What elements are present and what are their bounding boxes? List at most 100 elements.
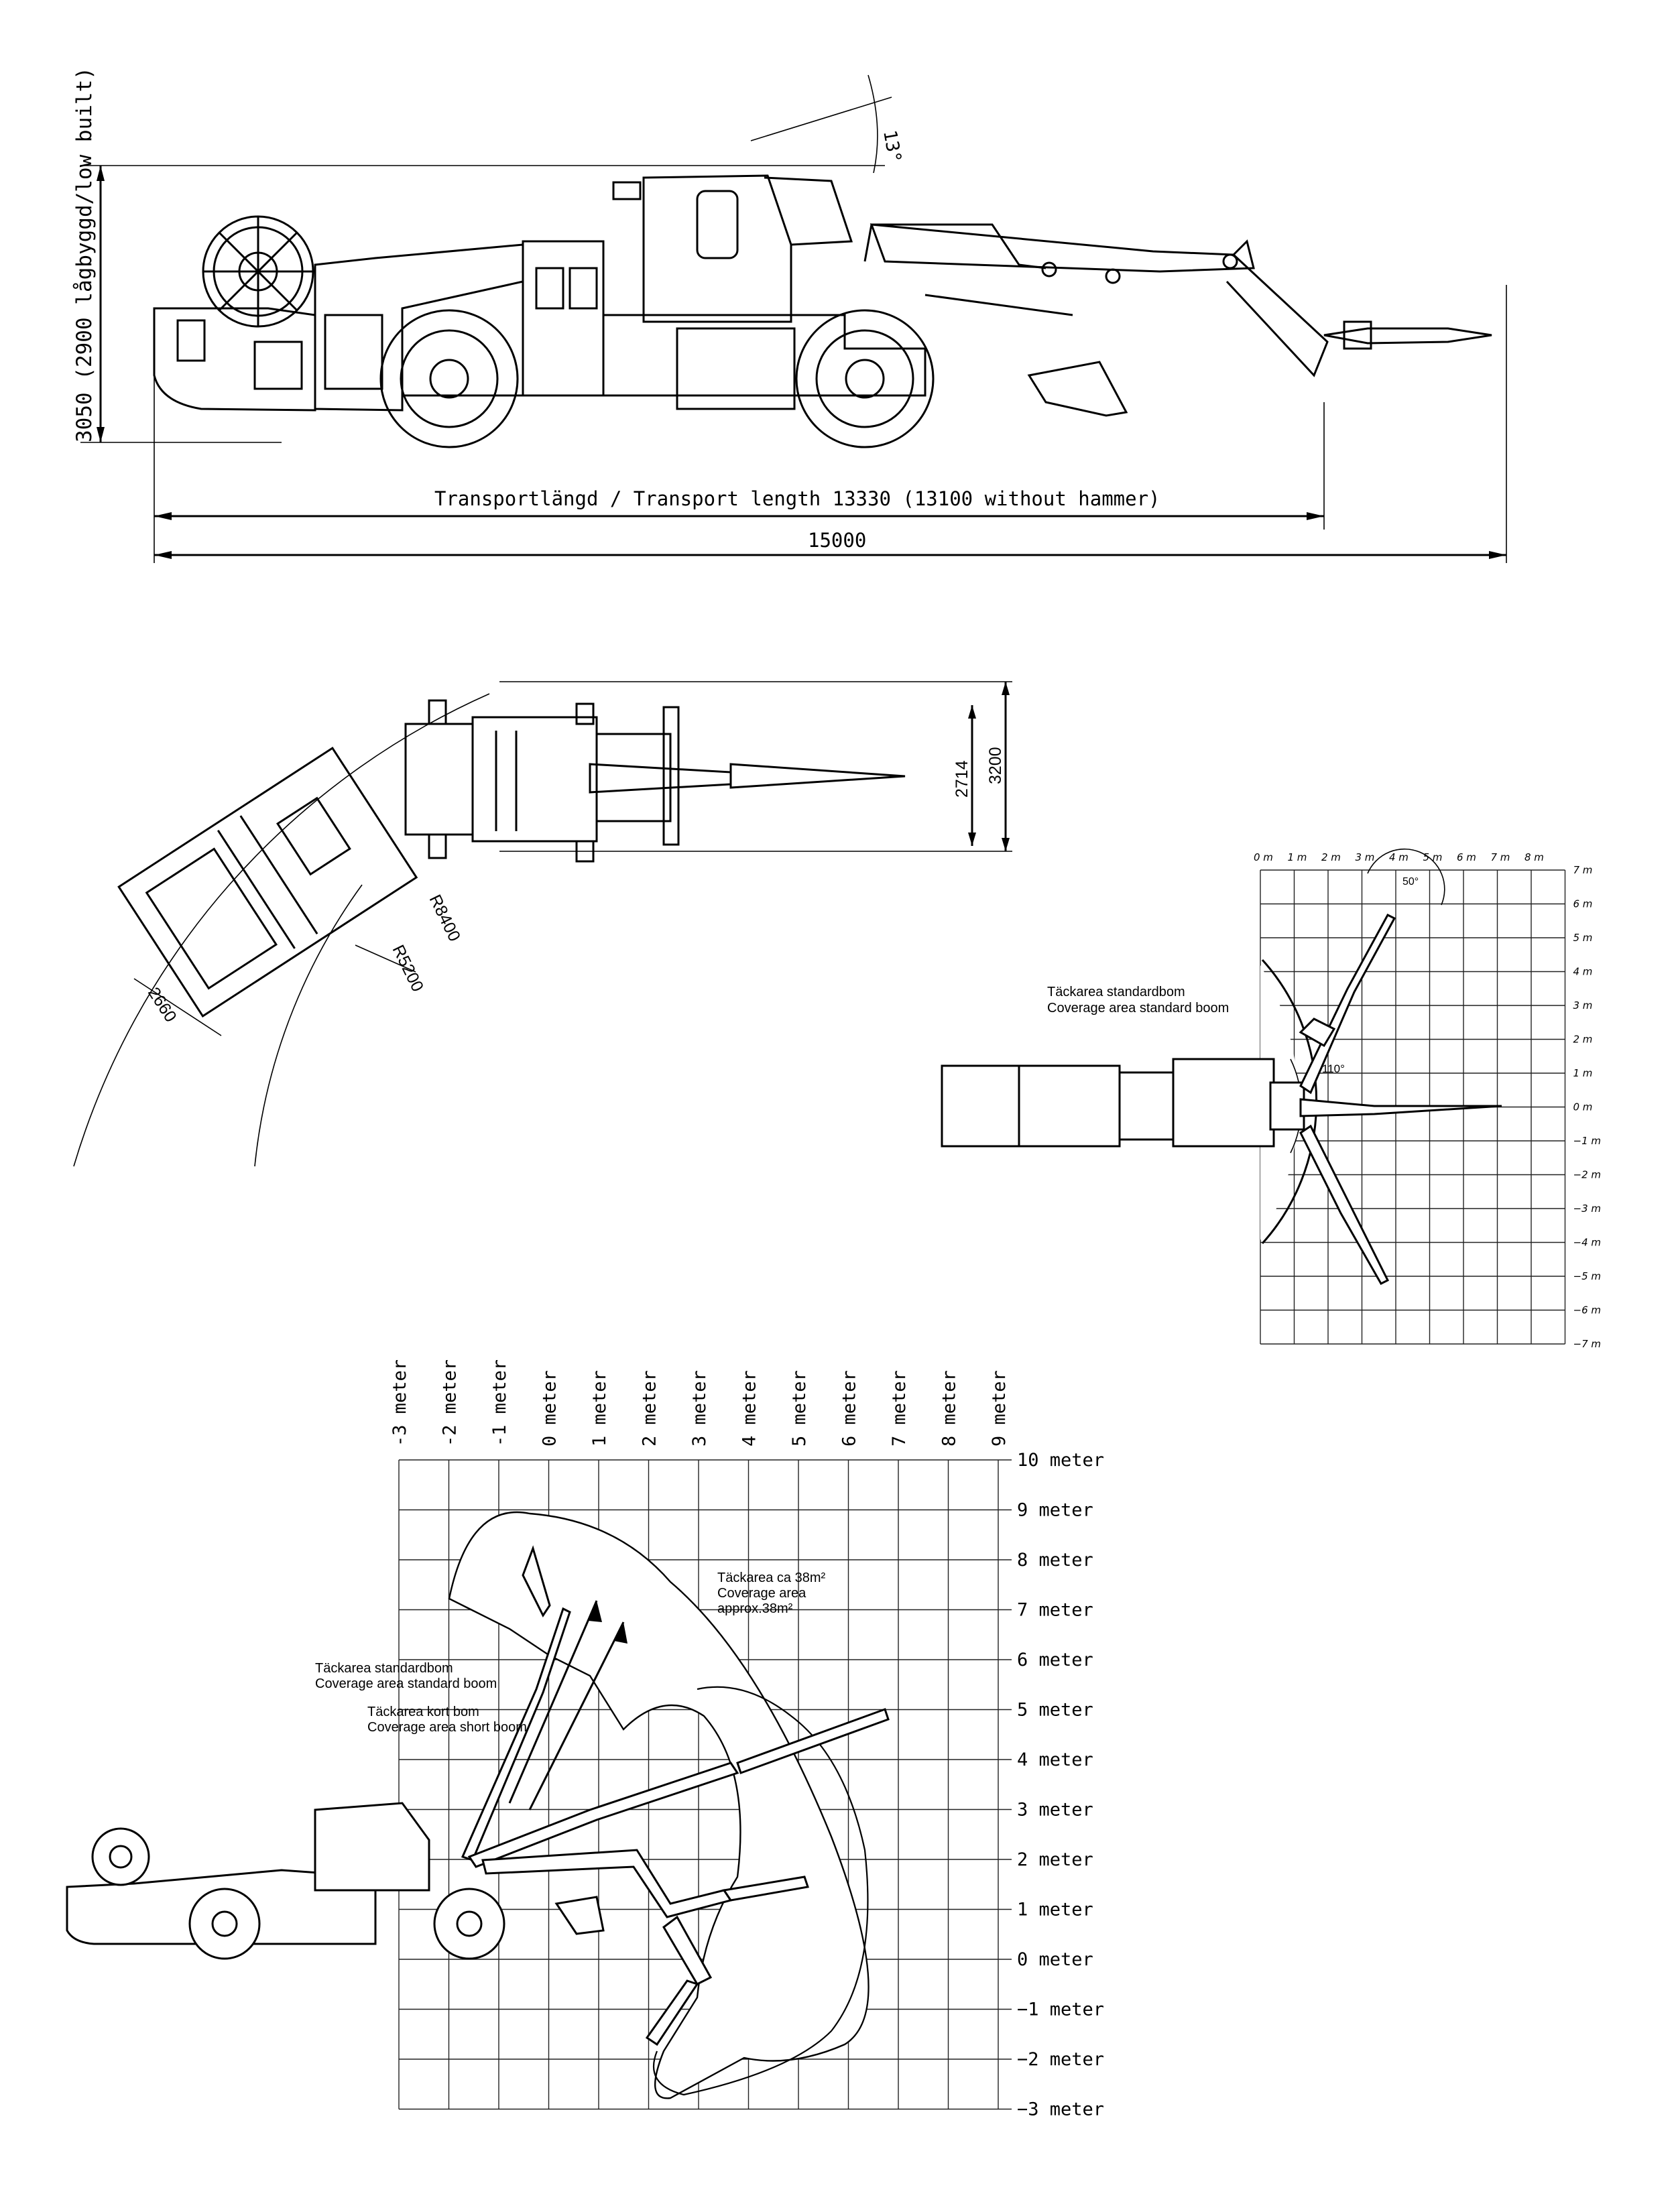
inner-width-label: 2714 (953, 760, 971, 798)
arrowhead-icon (589, 1601, 602, 1622)
x-tick-label: 0 meter (540, 1370, 560, 1447)
reach-arrow-2 (528, 1621, 625, 1810)
x-tick-label: 5 m (1423, 851, 1443, 863)
y-tick-label: −6 m (1573, 1304, 1602, 1316)
y-tick-label: 4 m (1573, 966, 1593, 978)
turning-radius-view: 2714 3200 2660 R5200 R8400 (73, 681, 1012, 1167)
y-tick-label: −7 m (1573, 1338, 1602, 1350)
small-cab (314, 1802, 430, 1892)
arrowhead-icon (154, 551, 172, 559)
y-tick-label: 1 meter (1017, 1900, 1093, 1920)
hydraulic-hammer (1323, 327, 1492, 345)
x-tick-label: 4 meter (739, 1370, 760, 1447)
boom-lower-arm (1225, 253, 1329, 377)
front-body-top (471, 716, 598, 843)
y-tick-label: 7 meter (1017, 1600, 1093, 1621)
boom-straight (1299, 1098, 1502, 1117)
angle-reference-line (750, 97, 892, 141)
x-tick-label: 2 m (1321, 851, 1341, 863)
coverage-area-short-boom (652, 1686, 869, 2096)
x-tick-label: 6 meter (839, 1370, 860, 1447)
rear-frame-top (117, 746, 418, 1018)
x-tick-label: -3 meter (390, 1359, 410, 1447)
std-boom-label-en: Coverage area standard boom (315, 1676, 497, 1691)
y-tick-label: 6 meter (1017, 1650, 1093, 1670)
machine-side-small (66, 1545, 890, 2046)
demolition-machine-side (153, 174, 1492, 448)
area-label-line-2: Coverage area (717, 1586, 806, 1601)
small-rear-wheel (188, 1888, 261, 1960)
boom-main-arm (870, 223, 1255, 273)
area-label-line-3: approx.38m² (717, 1601, 793, 1616)
angle-110-label: 110° (1322, 1062, 1345, 1075)
y-tick-label: 5 m (1573, 932, 1593, 944)
side-view: 3050 (2900 lågbyggd/low built) Transport… (72, 67, 1507, 563)
arrowhead-icon (1002, 682, 1010, 695)
front-chassis-top (595, 733, 672, 822)
arrowhead-icon (97, 427, 105, 442)
x-tick-label: 3 m (1356, 851, 1375, 863)
y-tick-label: 2 m (1573, 1034, 1593, 1046)
engine-grille (324, 314, 383, 390)
x-tick-label: 1 meter (589, 1370, 610, 1447)
height-dimension-label: 3050 (2900 lågbyggd/low built) (72, 67, 97, 442)
x-tick-label: 7 m (1491, 851, 1510, 863)
angle-arc-50 (1367, 848, 1445, 906)
arrowhead-icon (968, 833, 976, 846)
boom-position-down (662, 1915, 713, 1985)
machine-top-view (941, 914, 1502, 1285)
outer-width-label: 3200 (986, 747, 1005, 784)
arrowhead-icon (154, 512, 172, 520)
y-tick-label: 8 meter (1017, 1550, 1093, 1571)
x-tick-label: 9 meter (989, 1370, 1010, 1447)
y-tick-label: −1 m (1573, 1135, 1602, 1147)
roof-light (612, 181, 642, 200)
y-tick-label: 2 meter (1017, 1849, 1093, 1870)
y-tick-label: 1 m (1573, 1067, 1593, 1079)
transport-length-label: Transportlängd / Transport length 13330 … (434, 487, 1160, 510)
total-length-label: 15000 (808, 529, 866, 552)
hammer-top (729, 763, 906, 789)
x-tick-label: 2 meter (640, 1370, 660, 1447)
small-cable-drum (91, 1827, 150, 1886)
step-ladder (676, 327, 796, 410)
boom-cylinder (924, 294, 1073, 316)
x-tick-label: 1 m (1288, 851, 1307, 863)
boom-down (1299, 1124, 1390, 1285)
top-y-axis-ticks: 7 m6 m5 m4 m3 m2 m1 m0 m−1 m−2 m−3 m−4 m… (1573, 864, 1602, 1350)
machine-width-dimension (133, 978, 222, 1036)
hammer-mid (722, 1876, 809, 1902)
boom-up (1299, 914, 1396, 1095)
x-tick-label: 8 meter (939, 1370, 960, 1447)
y-tick-label: −3 meter (1017, 2099, 1104, 2120)
radius-inner-label: R5200 (389, 942, 427, 994)
inner-turning-arc (254, 884, 363, 1167)
front-cab-top (404, 723, 474, 836)
dozer-blade (1027, 361, 1128, 417)
y-tick-label: 6 m (1573, 898, 1593, 910)
arrowhead-icon (1489, 551, 1506, 559)
cab-roof-frame (764, 176, 853, 246)
y-tick-label: 0 meter (1017, 1949, 1093, 1970)
front-wheel (795, 309, 935, 448)
x-tick-label: 4 m (1389, 851, 1409, 863)
boom-position-forward (467, 1762, 739, 1868)
arrowhead-icon (614, 1622, 627, 1644)
x-tick-label: 0 m (1254, 851, 1273, 863)
rear-body-top (117, 746, 418, 1018)
x-tick-label: 7 meter (889, 1370, 910, 1447)
x-tick-label: 3 meter (689, 1370, 710, 1447)
arrowhead-icon (1307, 512, 1324, 520)
area-label-line-1: Täckarea ca 38m² (717, 1571, 826, 1585)
coverage-caption-sv: Täckarea standardbom (1047, 985, 1185, 999)
radius-inner-leader (355, 944, 416, 973)
short-boom-label-sv: Täckarea kort bom (367, 1705, 479, 1719)
x-tick-label: -2 meter (440, 1359, 461, 1447)
small-front-wheel (433, 1888, 505, 1960)
coverage-caption-en: Coverage area standard boom (1047, 1001, 1229, 1016)
angle-50-label: 50° (1402, 876, 1419, 887)
